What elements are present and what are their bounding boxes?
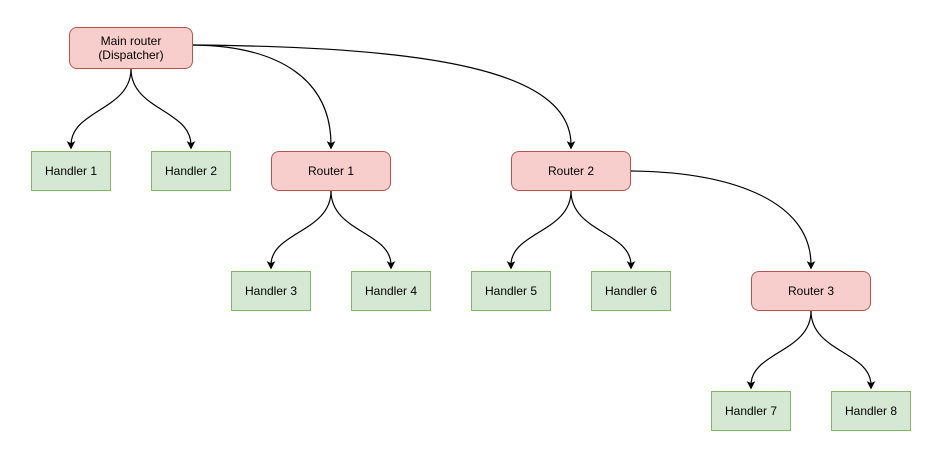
edge-router-3-to-handler-7[interactable] <box>746 310 812 390</box>
node-handler-7[interactable]: Handler 7 <box>711 391 791 431</box>
node-label-main-router: Main router (Dispatcher) <box>98 34 164 62</box>
node-label-handler-6: Handler 6 <box>604 284 658 298</box>
node-handler-6[interactable]: Handler 6 <box>591 271 671 311</box>
node-main-router[interactable]: Main router (Dispatcher) <box>69 27 193 69</box>
edge-router-2-to-handler-6[interactable] <box>570 190 636 270</box>
node-router-1[interactable]: Router 1 <box>271 151 391 191</box>
edge-main-router-to-router-2[interactable] <box>192 44 576 150</box>
edge-main-router-to-handler-2[interactable] <box>130 68 196 150</box>
node-label-router-2: Router 2 <box>547 164 595 178</box>
edge-router-3-to-handler-8[interactable] <box>810 310 876 390</box>
node-label-handler-2: Handler 2 <box>164 164 218 178</box>
node-label-router-1: Router 1 <box>307 164 355 178</box>
node-handler-2[interactable]: Handler 2 <box>151 151 231 191</box>
node-handler-5[interactable]: Handler 5 <box>471 271 551 311</box>
edge-router-1-to-handler-4[interactable] <box>330 190 396 270</box>
node-router-2[interactable]: Router 2 <box>511 151 631 191</box>
node-handler-4[interactable]: Handler 4 <box>351 271 431 311</box>
node-label-handler-8: Handler 8 <box>844 404 898 418</box>
node-label-handler-3: Handler 3 <box>244 284 298 298</box>
node-handler-8[interactable]: Handler 8 <box>831 391 911 431</box>
node-label-handler-4: Handler 4 <box>364 284 418 298</box>
node-label-router-3: Router 3 <box>787 284 835 298</box>
edge-router-2-to-handler-5[interactable] <box>506 190 572 270</box>
edge-main-router-to-handler-1[interactable] <box>66 68 132 150</box>
node-router-3[interactable]: Router 3 <box>751 271 871 311</box>
node-label-handler-1: Handler 1 <box>44 164 98 178</box>
node-handler-3[interactable]: Handler 3 <box>231 271 311 311</box>
edge-router-2-to-router-3[interactable] <box>630 170 816 270</box>
node-handler-1[interactable]: Handler 1 <box>31 151 111 191</box>
node-label-handler-5: Handler 5 <box>484 284 538 298</box>
edge-router-1-to-handler-3[interactable] <box>266 190 332 270</box>
edge-main-router-to-router-1[interactable] <box>192 44 336 150</box>
edges-group <box>66 44 876 390</box>
node-label-handler-7: Handler 7 <box>724 404 778 418</box>
